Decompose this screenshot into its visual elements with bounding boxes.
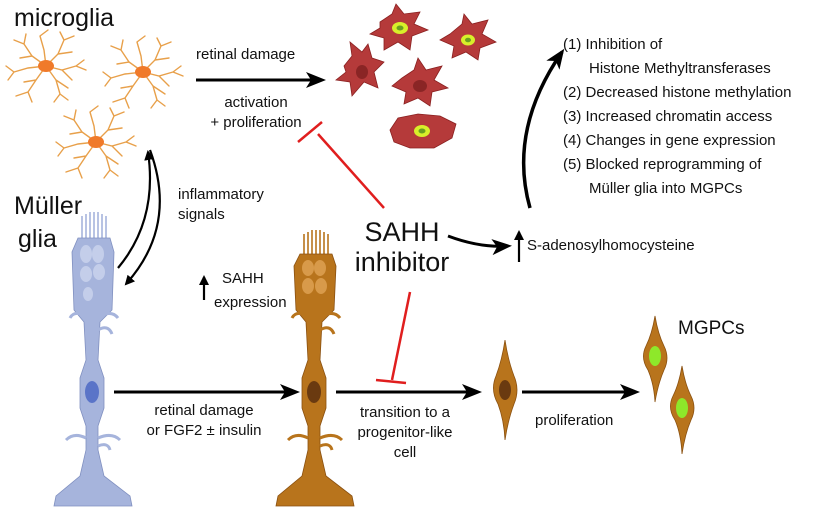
activation-label-line-2: + proliferation [210, 114, 302, 131]
activated-microglia-3 [335, 41, 385, 97]
effect-1-cont: Histone Methyltransferases [589, 60, 771, 77]
arrow-inflammatory-down [124, 149, 161, 286]
transition-line-2: progenitor-like [357, 424, 453, 441]
mgpc-cell-2 [670, 365, 695, 455]
microglia-cell-2 [102, 35, 184, 109]
muller-glia-reactive [275, 230, 355, 507]
activated-microglia-5 [389, 113, 457, 149]
muller-glia-resting [53, 212, 133, 507]
microglia-label: microglia [14, 4, 115, 32]
arrow-inhibitor-to-sah [447, 234, 512, 256]
mgpc-cell-1 [643, 315, 668, 403]
s-adenosylhomocysteine-label: S-adenosylhomocysteine [527, 237, 695, 254]
effect-5-cont: Müller glia into MGPCs [589, 180, 743, 197]
mgpcs-label: MGPCs [678, 318, 745, 339]
muller-label-line-1: Müller [14, 192, 83, 220]
transition-line-1: transition to a [359, 404, 451, 421]
effect-2: (2) Decreased histone methylation [563, 84, 792, 101]
retinal-damage-top-label: retinal damage [196, 46, 296, 63]
sahh-expression-line-1: SAHH [222, 270, 264, 287]
microglia-cell-3 [55, 105, 137, 179]
progenitor-like-cell [493, 339, 518, 441]
activation-label-line-1: activation [224, 94, 288, 111]
activated-microglia-1 [369, 3, 430, 51]
effect-3: (3) Increased chromatin access [563, 108, 773, 125]
sahh-expression-line-2: expression [214, 294, 287, 311]
transition-line-3: cell [393, 444, 417, 461]
effect-1: (1) Inhibition of [563, 36, 663, 53]
effect-5: (5) Blocked reprogramming of [563, 156, 762, 173]
effect-4: (4) Changes in gene expression [563, 132, 776, 149]
inflammatory-label-line-1: inflammatory [178, 186, 264, 203]
sahh-inhibitor-line-2: inhibitor [354, 247, 450, 277]
inhibit-transition-line [375, 291, 412, 385]
arrow-inflammatory-up [117, 150, 155, 269]
activated-microglia-4 [391, 57, 450, 107]
sahh-inhibitor-line-1: SAHH [364, 217, 440, 247]
activated-microglia-2 [439, 13, 497, 61]
proliferation-label: proliferation [535, 412, 614, 429]
microglia-cell-1 [5, 29, 87, 103]
arrow-sah-to-effects [521, 48, 565, 209]
inhibit-activation-line [297, 121, 385, 209]
bottom-damage-line-2: or FGF2 ± insulin [146, 422, 262, 439]
muller-label-line-2: glia [18, 225, 57, 253]
bottom-damage-line-1: retinal damage [154, 402, 254, 419]
inflammatory-label-line-2: signals [178, 206, 225, 223]
